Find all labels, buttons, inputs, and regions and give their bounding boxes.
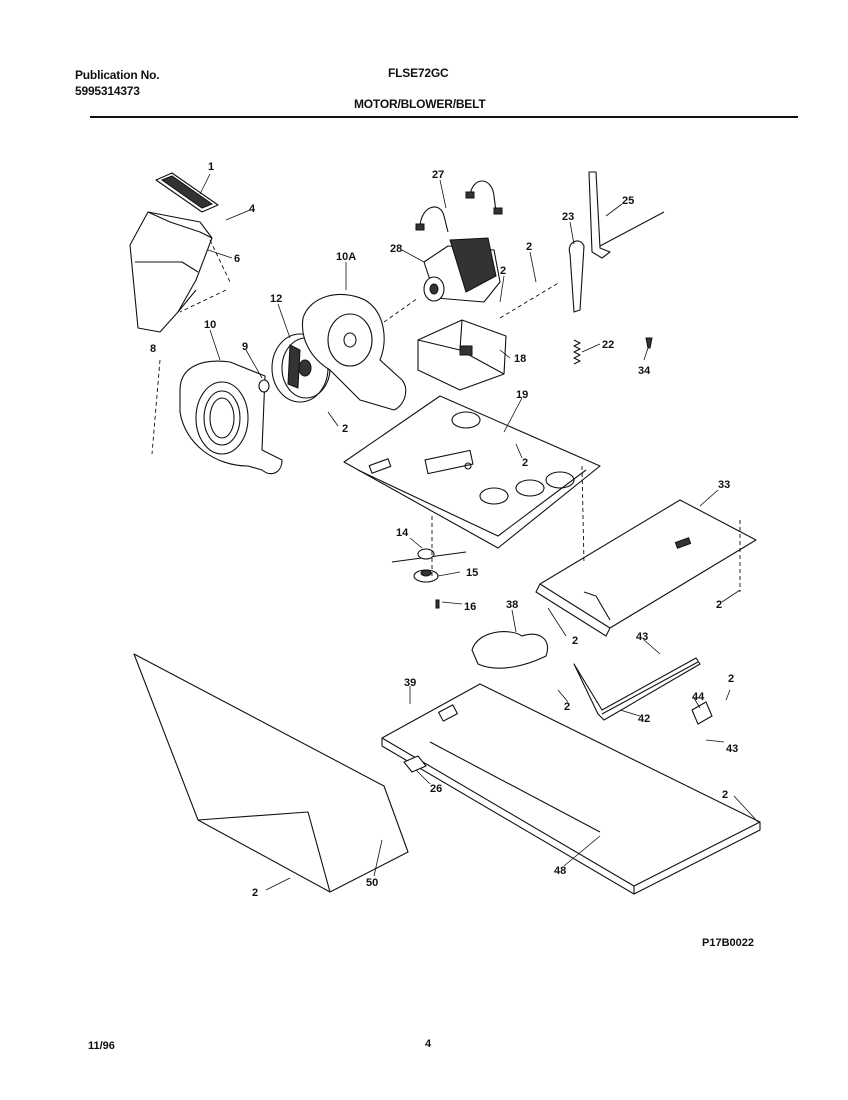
callout-15: 15 xyxy=(466,567,478,579)
callout-2-plate: 2 xyxy=(722,789,728,801)
part-10a-blower-cover xyxy=(301,293,407,411)
part-23-idler-arm xyxy=(568,240,585,313)
callout-42: 42 xyxy=(638,713,650,725)
callout-18: 18 xyxy=(514,353,526,365)
publication-label: Publication No. xyxy=(75,68,160,82)
callout-19: 19 xyxy=(516,389,528,401)
part-18-motor-mount xyxy=(417,319,507,391)
callout-50: 50 xyxy=(366,877,378,889)
callout-12: 12 xyxy=(270,293,282,305)
model-number: FLSE72GC xyxy=(388,66,449,80)
callout-10: 10 xyxy=(204,319,216,331)
callout-2-wheel: 2 xyxy=(342,423,348,435)
part-48-base-plate xyxy=(381,683,761,895)
publication-number: 5995314373 xyxy=(75,84,140,98)
section-title: MOTOR/BLOWER/BELT xyxy=(354,97,486,111)
part-44-clip xyxy=(691,701,713,725)
callout-9: 9 xyxy=(242,341,248,353)
callout-14: 14 xyxy=(396,527,409,539)
callout-26: 26 xyxy=(430,783,442,795)
callout-10a: 10A xyxy=(336,251,356,263)
part-28-motor xyxy=(423,237,501,303)
callout-28: 28 xyxy=(390,243,402,255)
part-19-base xyxy=(343,395,601,549)
callout-22: 22 xyxy=(602,339,614,351)
callout-38: 38 xyxy=(506,599,518,611)
callout-34: 34 xyxy=(638,365,651,377)
part-22-spring xyxy=(573,339,581,365)
part-25-rod xyxy=(588,171,665,259)
callout-39: 39 xyxy=(404,677,416,689)
callout-33: 33 xyxy=(718,479,730,491)
callout-27: 27 xyxy=(432,169,444,181)
part-38-duct xyxy=(471,631,548,669)
part-26-foot xyxy=(403,755,427,773)
callout-23: 23 xyxy=(562,211,574,223)
callout-4: 4 xyxy=(249,203,256,215)
part-34-screw xyxy=(645,337,653,349)
callout-43-bottom: 43 xyxy=(726,743,738,755)
callout-2-bracket: 2 xyxy=(716,599,722,611)
assembly-lines xyxy=(151,239,741,592)
leader-lines xyxy=(199,173,759,891)
part-42-belt-guide xyxy=(573,657,701,721)
callout-1: 1 xyxy=(208,161,214,173)
part-1-vent-strip xyxy=(155,172,219,213)
part-10-blower-housing xyxy=(179,360,283,475)
part-16-pin xyxy=(435,599,440,609)
callout-2-clip: 2 xyxy=(728,673,734,685)
footer-date: 11/96 xyxy=(88,1040,115,1052)
callout-2-panel: 2 xyxy=(252,887,258,899)
callout-43-top: 43 xyxy=(636,631,648,643)
callout-2-base: 2 xyxy=(522,457,528,469)
callout-2-motor-b: 2 xyxy=(500,265,506,277)
part-27-harness xyxy=(415,180,503,233)
callout-44: 44 xyxy=(692,691,705,703)
callout-2-motor-a: 2 xyxy=(526,241,532,253)
callout-2-guide: 2 xyxy=(564,701,570,713)
callouts: 1 4 6 10 10A 12 9 8 2 27 28 2 2 23 25 18… xyxy=(150,161,738,899)
part-15-bearing xyxy=(413,569,439,583)
page-number: 4 xyxy=(425,1038,432,1050)
callout-2-duct: 2 xyxy=(572,635,578,647)
part-6-chute xyxy=(129,211,213,333)
callout-48: 48 xyxy=(554,865,566,877)
part-14-pulley xyxy=(391,548,467,563)
callout-8: 8 xyxy=(150,343,156,355)
callout-16: 16 xyxy=(464,601,476,613)
callout-6: 6 xyxy=(234,253,240,265)
callout-25: 25 xyxy=(622,195,634,207)
part-9-clip xyxy=(258,379,270,393)
header-rule xyxy=(90,116,798,118)
part-33-bracket xyxy=(535,499,757,637)
part-50-panel xyxy=(133,653,409,893)
drawing-id: P17B0022 xyxy=(702,937,754,949)
